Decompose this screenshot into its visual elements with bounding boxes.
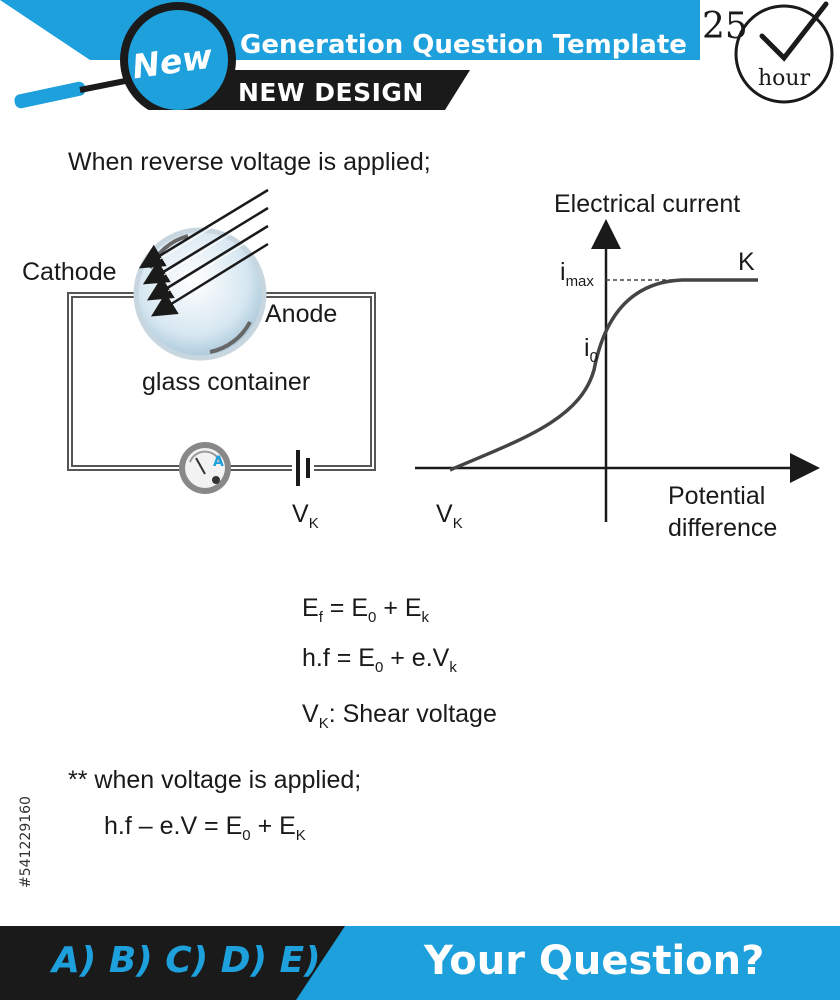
answer-options: A) B) C) D) E) (52, 940, 321, 981)
x-axis-label-1: Potential (668, 482, 766, 510)
y-axis-label: Electrical current (554, 190, 741, 218)
current-voltage-graph (415, 219, 820, 522)
equation-3: VK: Shear voltage (302, 700, 497, 732)
clock-number: 25 (702, 6, 748, 47)
i0-label: i0 (584, 334, 598, 366)
header-title: Generation Question Template (240, 30, 687, 60)
container-label: glass container (142, 368, 311, 396)
circuit-diagram: A (67, 188, 376, 494)
current-curve (449, 278, 758, 472)
battery-label: VK (292, 500, 319, 532)
x-axis-label-2: difference (668, 514, 778, 542)
your-question-label: Your Question? (424, 938, 765, 984)
anode-label: Anode (265, 300, 338, 328)
k-label: K (738, 248, 755, 276)
equation-4: h.f – e.V = E0 + EK (104, 812, 306, 844)
imax-label: imax (560, 258, 594, 290)
clock-unit: hour (758, 66, 811, 91)
anode-plate (209, 321, 252, 354)
svg-text:A: A (213, 454, 224, 470)
intro-text: When reverse voltage is applied; (68, 148, 431, 176)
footer-banner (0, 926, 840, 1000)
header-banner (0, 0, 834, 110)
stock-id: #541229160 (18, 796, 34, 888)
note-text: ** when voltage is applied; (68, 766, 362, 794)
equation-2: h.f = E0 + e.Vk (302, 644, 457, 676)
equation-1: Ef = E0 + Ek (302, 594, 430, 626)
cathode-label: Cathode (22, 258, 117, 286)
header-subtitle: NEW DESIGN (238, 78, 424, 107)
vk-label: VK (436, 500, 463, 532)
